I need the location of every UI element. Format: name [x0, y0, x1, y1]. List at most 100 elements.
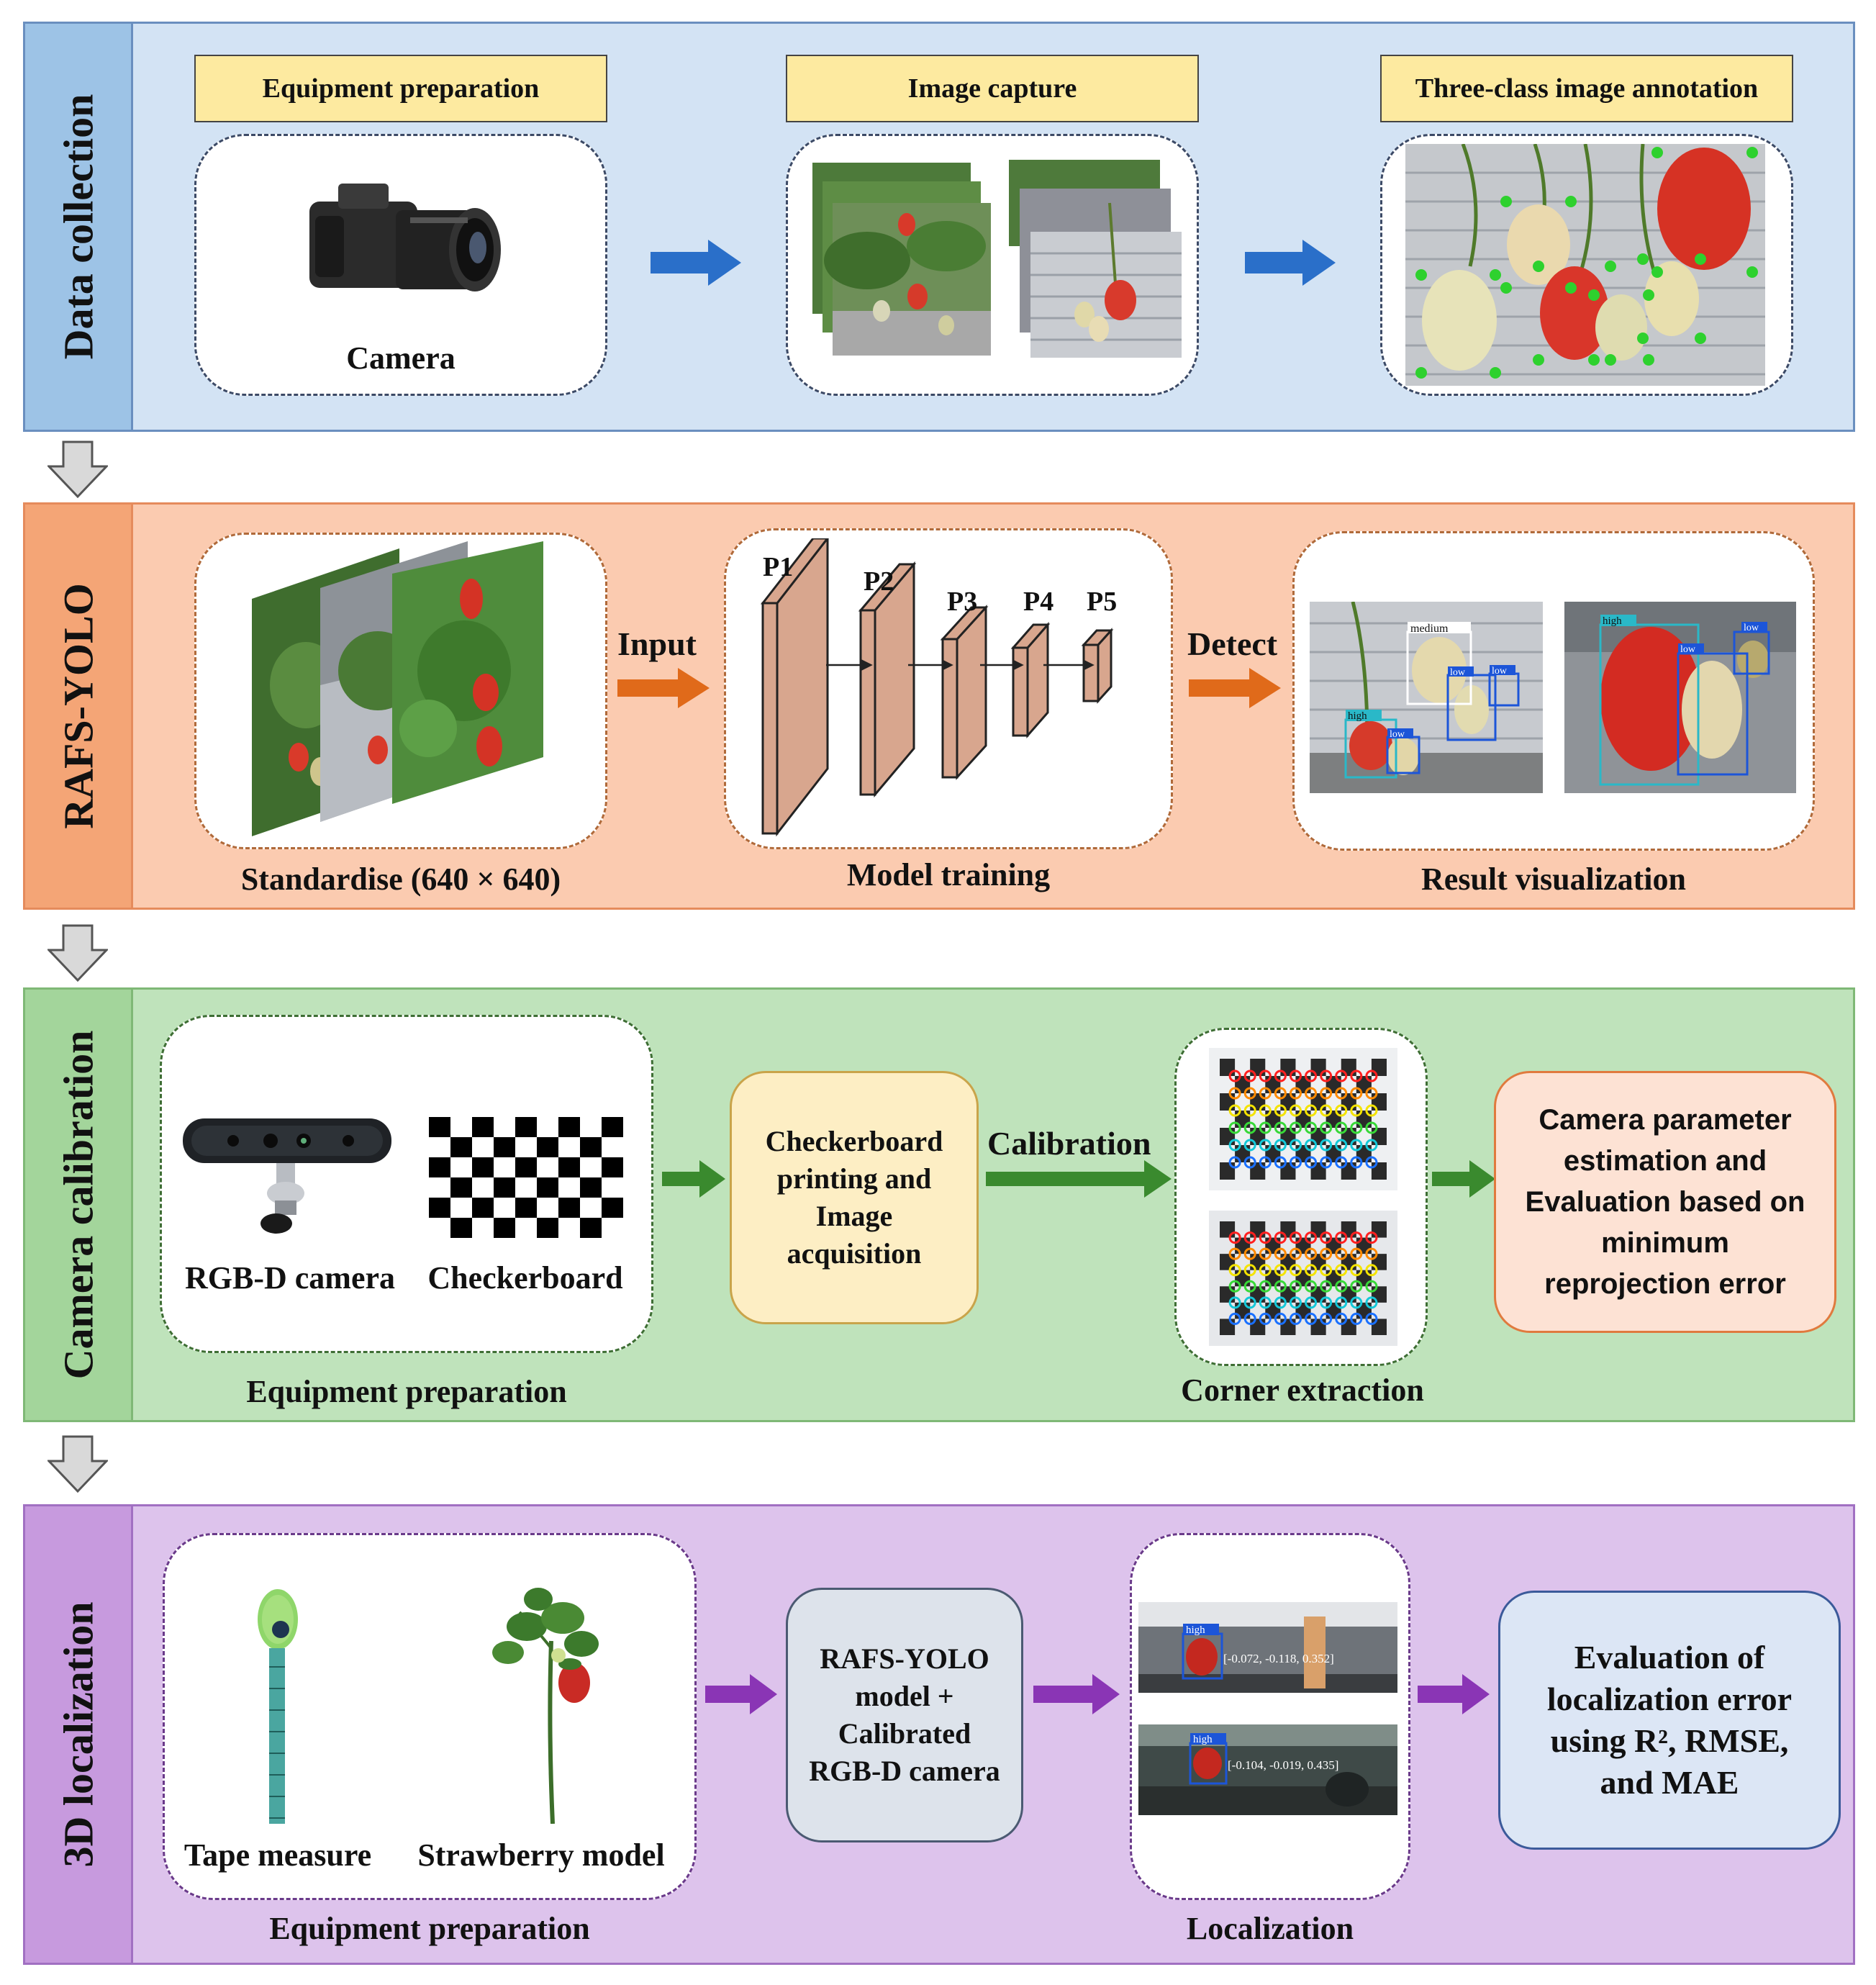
detected-corner-marker [1335, 1312, 1348, 1325]
detected-corner-marker [1243, 1121, 1256, 1134]
orange-arrow-detect [1189, 668, 1281, 708]
calibration-square [1310, 1254, 1326, 1270]
detected-corner-marker [1350, 1139, 1363, 1152]
calibration-square [1235, 1270, 1251, 1287]
detected-corner-marker [1335, 1264, 1348, 1277]
detected-corner-marker [1289, 1087, 1302, 1100]
checkerboard-square [515, 1117, 537, 1137]
calibration-square [1235, 1302, 1251, 1319]
rafs-yolo-model-box: RAFS-YOLO model + Calibrated RGB-D camer… [786, 1588, 1023, 1842]
detected-corner-marker [1274, 1087, 1287, 1100]
green-arrow-calibration [986, 1160, 1172, 1198]
detected-corner-marker [1259, 1264, 1272, 1277]
calibration-square [1280, 1221, 1296, 1238]
detected-corner-marker [1243, 1264, 1256, 1277]
detection-result-image-2: high low low [1564, 602, 1796, 793]
orange-arrow-input [617, 668, 710, 708]
detected-corner-marker [1289, 1264, 1302, 1277]
calibration-square [1235, 1237, 1251, 1254]
detected-corner-marker [1335, 1156, 1348, 1169]
corner-extraction-image-1 [1209, 1048, 1397, 1190]
detected-corner-marker [1243, 1104, 1256, 1117]
localization-equipment-card [163, 1533, 697, 1900]
detected-corner-marker [1365, 1231, 1378, 1244]
rafs-yolo-title: RAFS-YOLO [55, 583, 101, 829]
corner-extraction-image-2 [1209, 1211, 1397, 1346]
detected-corner-marker [1274, 1156, 1287, 1169]
calibration-equipment-caption: Equipment preparation [246, 1374, 567, 1409]
standardised-images [252, 541, 543, 836]
detected-corner-marker [1289, 1156, 1302, 1169]
detected-corner-marker [1243, 1139, 1256, 1152]
detected-corner-marker [1243, 1070, 1256, 1082]
detected-corner-marker [1228, 1121, 1241, 1134]
camera-caption: Camera [346, 340, 456, 376]
checkerboard-square [472, 1157, 494, 1177]
detected-corner-marker [1259, 1231, 1272, 1244]
calibration-square [1250, 1221, 1266, 1238]
green-arrow-2 [1432, 1160, 1495, 1198]
calibration-square [1220, 1059, 1236, 1076]
detected-corner-marker [1365, 1312, 1378, 1325]
detected-corner-marker [1228, 1139, 1241, 1152]
calibration-square [1341, 1162, 1356, 1180]
detected-corner-marker [1274, 1104, 1287, 1117]
detected-corner-marker [1305, 1264, 1318, 1277]
checkerboard-square [537, 1177, 558, 1198]
detected-corner-marker [1228, 1280, 1241, 1293]
localization-sidebar: 3D localization [25, 1506, 133, 1963]
blue-arrow-1 [651, 240, 741, 286]
calibration-square [1280, 1128, 1296, 1145]
tape-measure-icon [258, 1589, 298, 1824]
detected-corner-marker [1274, 1247, 1287, 1260]
pyramid-label-p4: P4 [1023, 587, 1053, 617]
calibration-square [1326, 1302, 1341, 1319]
calibration-square [1326, 1076, 1341, 1093]
detected-corner-marker [1335, 1231, 1348, 1244]
checkerboard-square [429, 1117, 450, 1137]
localization-caption: Localization [1186, 1911, 1354, 1946]
detected-corner-marker [1243, 1296, 1256, 1309]
calibration-square [1371, 1093, 1387, 1111]
detected-corner-marker [1320, 1231, 1333, 1244]
calibration-square [1280, 1319, 1296, 1335]
checkerboard-square [472, 1198, 494, 1218]
calibration-square [1326, 1111, 1341, 1128]
detected-corner-marker [1274, 1231, 1287, 1244]
detected-corner-marker [1289, 1139, 1302, 1152]
rafs-yolo-sidebar: RAFS-YOLO [25, 505, 133, 908]
down-arrow-2 [47, 924, 108, 982]
detected-corner-marker [1350, 1264, 1363, 1277]
calibration-square [1265, 1270, 1281, 1287]
detected-corner-marker [1259, 1280, 1272, 1293]
checkerboard-square [558, 1198, 580, 1218]
calibration-square [1250, 1093, 1266, 1111]
tag-high-1: high [1348, 710, 1367, 722]
calibration-square [1280, 1162, 1296, 1180]
checkerboard-square [429, 1157, 450, 1177]
annotated-strawberries-image [1405, 144, 1765, 386]
detected-corner-marker [1228, 1312, 1241, 1325]
detected-corner-marker [1320, 1121, 1333, 1134]
detected-corner-marker [1320, 1087, 1333, 1100]
calibration-square [1341, 1059, 1356, 1076]
calibration-square [1295, 1302, 1311, 1319]
checkerboard-square [515, 1198, 537, 1218]
detected-corner-marker [1289, 1104, 1302, 1117]
calibration-square [1295, 1076, 1311, 1093]
detected-corner-marker [1305, 1104, 1318, 1117]
calibration-square [1235, 1111, 1251, 1128]
checkerboard-square [450, 1177, 472, 1198]
calibration-square [1341, 1221, 1356, 1238]
detected-corner-marker [1350, 1231, 1363, 1244]
checkerboard-square [602, 1157, 623, 1177]
detected-corner-marker [1274, 1121, 1287, 1134]
calibration-square [1341, 1319, 1356, 1335]
localization-image-2: high [-0.104, -0.019, 0.435] [1138, 1724, 1397, 1815]
calibration-square [1295, 1270, 1311, 1287]
detected-corner-marker [1259, 1104, 1272, 1117]
detected-corner-marker [1243, 1280, 1256, 1293]
detected-corner-marker [1274, 1280, 1287, 1293]
checkerboard-square [472, 1117, 494, 1137]
calibration-square [1371, 1162, 1387, 1180]
